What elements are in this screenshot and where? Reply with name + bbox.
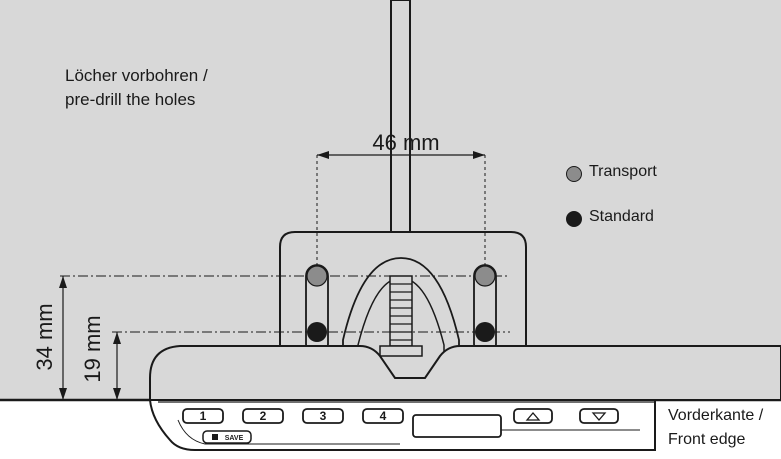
down-button[interactable] [579, 408, 619, 424]
arrowhead-34-top [59, 276, 67, 288]
save-icon [212, 434, 218, 440]
key-1-label: 1 [200, 409, 207, 423]
panel-contour [177, 419, 400, 445]
control-panel-body [149, 345, 781, 401]
cable [390, 0, 411, 235]
key-2-button[interactable] [242, 408, 284, 424]
arrowhead-19-top [113, 332, 121, 344]
legend-standard-label: Standard [589, 208, 654, 225]
arrow-up-icon [525, 412, 541, 421]
up-button[interactable] [513, 408, 553, 424]
legend-transport-label: Transport [589, 163, 657, 180]
arrow-down-icon [591, 412, 607, 421]
key-2-label: 2 [260, 409, 267, 423]
strain-relief-arch [342, 257, 460, 378]
hole-standard-left [307, 322, 327, 342]
key-4-button[interactable] [362, 408, 404, 424]
arrowhead-left [317, 151, 329, 159]
front-edge-label-de: Vorderkante / [668, 407, 764, 424]
arrowhead-34-bottom [59, 388, 67, 400]
hole-transport-left [306, 265, 328, 287]
hole-standard-right [475, 322, 495, 342]
key-1-button[interactable] [182, 408, 224, 424]
height-standard-label: 19 mm [80, 315, 105, 382]
predrill-note-de: Löcher vorbohren / [65, 66, 208, 85]
key-3-label: 3 [320, 409, 327, 423]
predrill-note-en: pre-drill the holes [65, 90, 196, 109]
spacing-label: 46 mm [372, 130, 439, 155]
front-edge-label-en: Front edge [668, 431, 746, 448]
legend-transport-swatch [566, 166, 582, 182]
screw [379, 275, 423, 357]
arrowhead-19-bottom [113, 388, 121, 400]
key-4-label: 4 [380, 409, 387, 423]
display [412, 414, 502, 438]
height-transport-label: 34 mm [32, 303, 57, 370]
save-label: SAVE [225, 435, 244, 442]
hole-transport-right [474, 265, 496, 287]
legend-standard-swatch [566, 211, 582, 227]
key-3-button[interactable] [302, 408, 344, 424]
arrowhead-right [473, 151, 485, 159]
